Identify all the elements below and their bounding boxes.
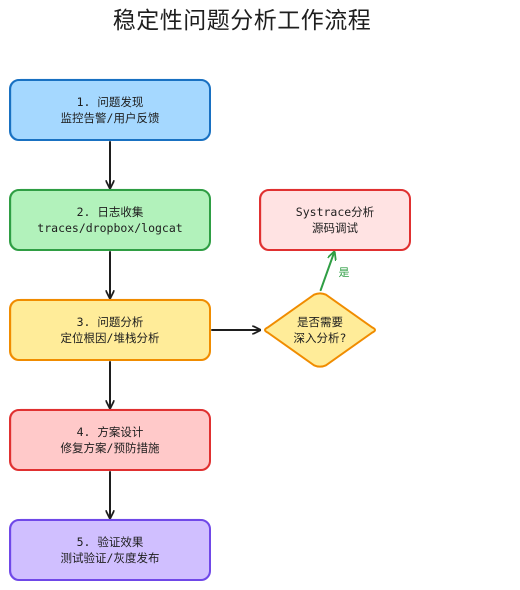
node-n2: 2. 日志收集 traces/dropbox/logcat <box>9 188 211 251</box>
node-box-sketch <box>10 298 211 361</box>
node-label-line: 是否需要 <box>297 315 343 329</box>
node-box-sketch <box>10 188 211 251</box>
node-box <box>9 79 211 141</box>
node-label-line: 3. 问题分析 <box>77 315 144 329</box>
page-title: 稳定性问题分析工作流程 <box>112 8 372 34</box>
node-box <box>9 189 211 251</box>
node-label-line: 监控告警/用户反馈 <box>61 111 160 125</box>
node-label-line: 5. 验证效果 <box>77 535 144 549</box>
node-label-line: 1. 问题发现 <box>77 95 144 109</box>
node-label-line: traces/dropbox/logcat <box>37 221 182 235</box>
decision-diamond <box>264 292 376 368</box>
node-box <box>9 299 211 361</box>
node-box-sketch <box>10 78 211 141</box>
node-box-sketch <box>10 518 211 581</box>
node-label-line: 修复方案/预防措施 <box>61 441 160 455</box>
node-box <box>9 519 211 581</box>
node-box-sketch <box>260 188 411 251</box>
node-label-line: 源码调试 <box>312 221 358 235</box>
node-box-sketch <box>10 408 211 471</box>
node-label-line: 深入分析? <box>294 331 347 345</box>
node-label-line: Systrace分析 <box>296 205 374 219</box>
edge-d1-n6 <box>319 252 335 292</box>
node-box <box>9 409 211 471</box>
node-box <box>259 189 411 251</box>
node-label-line: 2. 日志收集 <box>77 205 144 219</box>
node-label-line: 定位根因/堆栈分析 <box>61 331 160 345</box>
edge-label: 是 <box>339 266 350 279</box>
node-label-line: 测试验证/灰度发布 <box>61 551 160 565</box>
node-label-line: 4. 方案设计 <box>77 425 144 439</box>
